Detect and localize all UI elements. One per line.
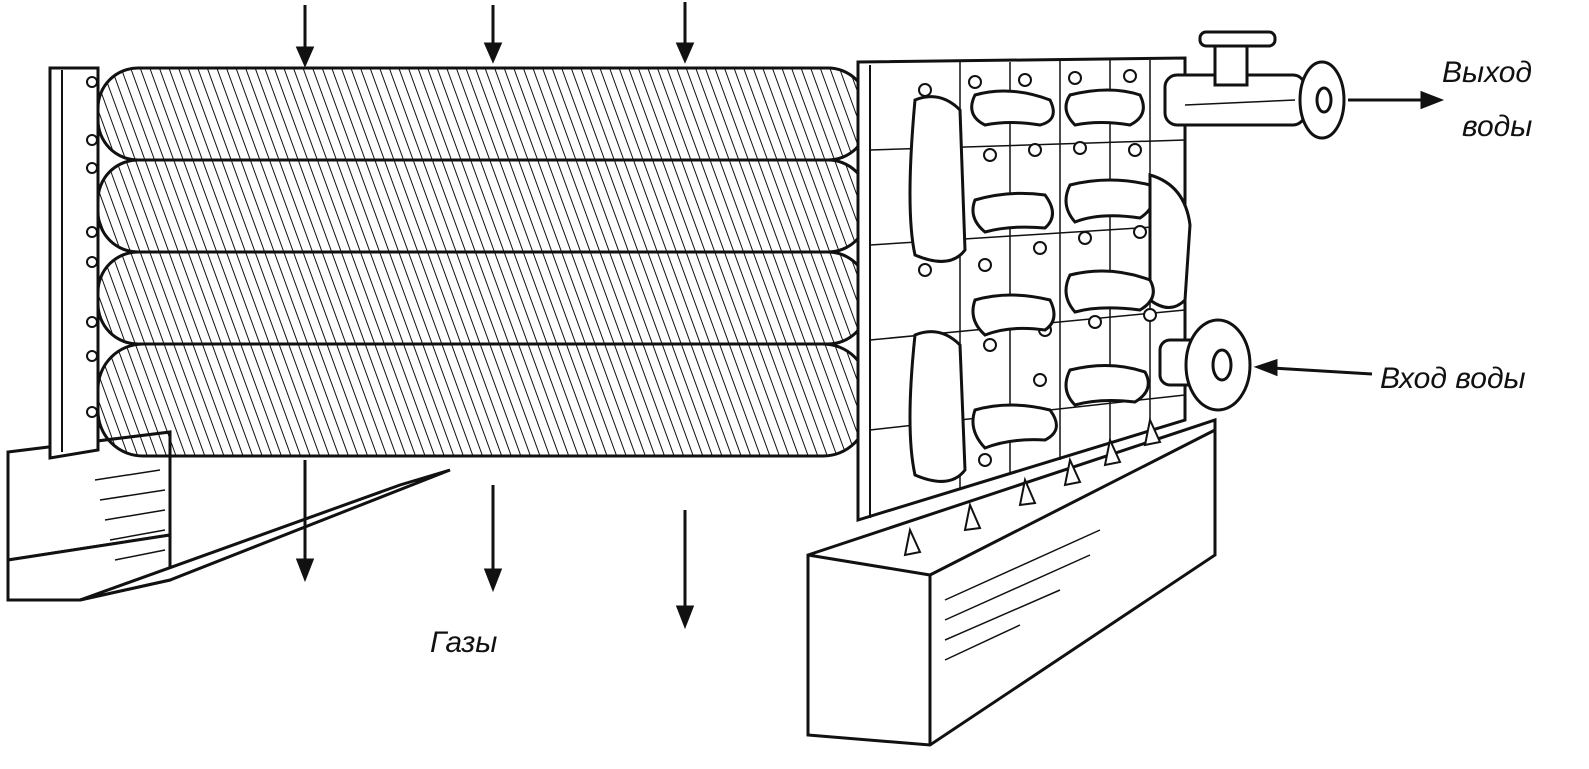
right-header-plate [856, 56, 1192, 523]
right-support-block [806, 416, 1217, 747]
tube-row-3 [96, 250, 865, 346]
water-outlet-arrow [1348, 90, 1445, 110]
left-end-plate [48, 66, 100, 460]
gas-outflow-arrows [295, 460, 695, 630]
left-support-block [6, 430, 451, 602]
tube-row-2 [96, 158, 865, 254]
gases-label: Газы [430, 626, 497, 659]
tube-row-1 [96, 66, 865, 162]
tube-row-4 [96, 342, 865, 458]
water-outlet-pipe [1163, 30, 1346, 140]
water-inlet-label: Вход воды [1380, 362, 1526, 395]
water-outlet-label-line1: Выход [1442, 56, 1532, 89]
water-inlet-flange [1158, 318, 1252, 412]
gas-inflow-arrows [295, 2, 695, 68]
finned-tube-bank [96, 66, 865, 458]
water-outlet-label-line2: воды [1462, 110, 1532, 143]
water-inlet-arrow [1253, 358, 1373, 377]
